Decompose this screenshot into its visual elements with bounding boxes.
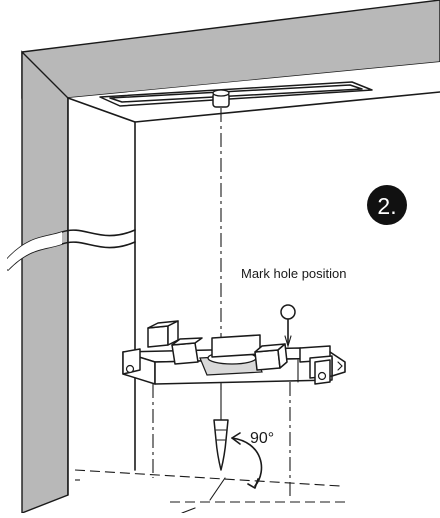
angle-label: 90° [250, 430, 274, 447]
inner-wall-face [68, 62, 440, 513]
floor-lines [74, 469, 345, 514]
ceiling-back-edge [134, 91, 440, 123]
mounting-bracket [122, 320, 346, 385]
break-lines [7, 229, 136, 271]
dowel-icon [212, 89, 230, 108]
right-angle-indicator [231, 432, 263, 489]
step-badge: 2. [367, 185, 407, 225]
annotation-text: Mark hole position [241, 266, 347, 281]
step-label: 2. [377, 193, 396, 219]
ceiling-slot [99, 81, 373, 107]
left-wall-band [21, 50, 69, 515]
wall-section [21, 0, 440, 515]
pin-icon [280, 304, 296, 348]
plumb-bob-icon [213, 383, 229, 471]
